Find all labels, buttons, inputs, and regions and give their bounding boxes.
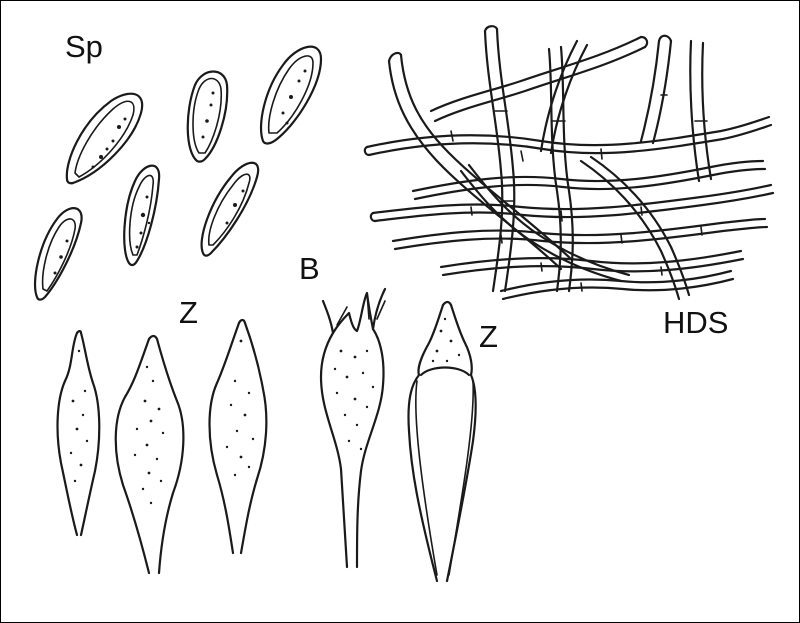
label-cystidia-left: Z bbox=[179, 295, 198, 330]
label-basidium: B bbox=[299, 251, 320, 286]
label-cystidia-right: Z bbox=[479, 319, 498, 354]
spore bbox=[123, 164, 161, 267]
cystidium bbox=[56, 330, 101, 537]
spore bbox=[65, 92, 144, 185]
label-pileipellis: HDS bbox=[663, 305, 729, 340]
spore bbox=[33, 207, 83, 301]
label-spores: Sp bbox=[65, 29, 103, 64]
cystidium bbox=[114, 334, 185, 575]
spore bbox=[259, 45, 323, 145]
basidium bbox=[319, 287, 387, 569]
cystidium bbox=[208, 318, 268, 555]
spore-group bbox=[33, 45, 323, 301]
spore bbox=[200, 161, 260, 257]
cystidium bbox=[407, 300, 477, 583]
spore bbox=[186, 70, 229, 163]
hyphae-mesh bbox=[363, 25, 775, 301]
